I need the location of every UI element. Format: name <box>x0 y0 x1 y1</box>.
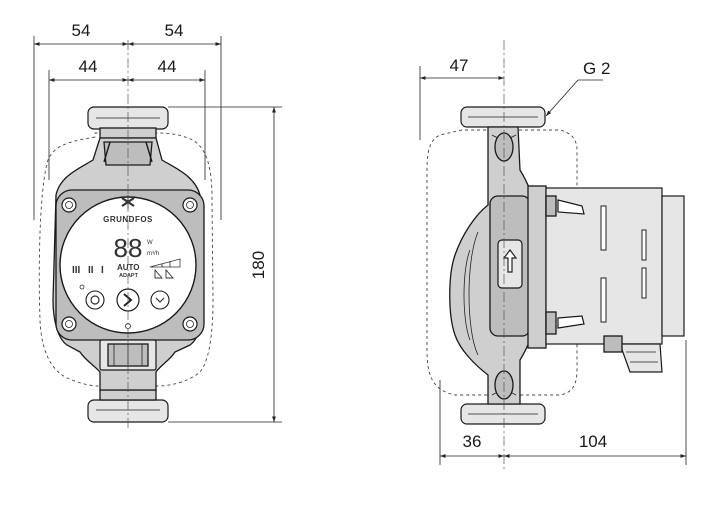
curve-icons <box>154 268 174 279</box>
side-motor-flange <box>527 185 547 349</box>
display-unit-flow: m³/h <box>147 251 159 257</box>
side-dim-47: 47 <box>450 56 469 75</box>
auto-label: AUTO <box>117 263 140 272</box>
side-dim-104: 104 <box>579 432 607 451</box>
side-cable-plug <box>603 335 663 373</box>
motor-cooling-slots <box>600 205 647 323</box>
side-dim-36: 36 <box>463 432 482 451</box>
flow-direction-arrow-icon <box>502 249 518 273</box>
front-dim-180: 180 <box>249 251 268 279</box>
setpoint-ramp-icon <box>149 258 181 268</box>
front-dim-44-left: 44 <box>79 57 98 76</box>
front-dim-44-right: 44 <box>158 57 177 76</box>
status-led-icon <box>79 284 85 290</box>
side-view: 47 G 2 36 104 <box>419 40 687 470</box>
front-dim-54-left: 54 <box>72 21 91 40</box>
front-view: GRUNDFOS 88 W m³/h III II I AUTO ADAPT <box>33 21 282 430</box>
front-insulation-outline <box>38 132 214 387</box>
brand-label: GRUNDFOS <box>103 215 153 224</box>
thread-leader-line <box>546 79 603 116</box>
mode-button[interactable] <box>150 290 170 310</box>
display-unit-power: W <box>147 240 153 246</box>
side-insulation-outline <box>426 129 578 396</box>
mode-bar-1: I <box>101 265 104 276</box>
front-dim-54-right: 54 <box>165 21 184 40</box>
thread-label: G 2 <box>583 59 610 78</box>
mode-bar-2: II <box>88 265 94 276</box>
front-screws <box>61 197 198 332</box>
adapt-label: ADAPT <box>119 273 139 279</box>
mode-bar-3: III <box>72 265 81 276</box>
night-mode-button[interactable] <box>85 290 105 310</box>
side-motor-end-cap <box>661 195 685 337</box>
